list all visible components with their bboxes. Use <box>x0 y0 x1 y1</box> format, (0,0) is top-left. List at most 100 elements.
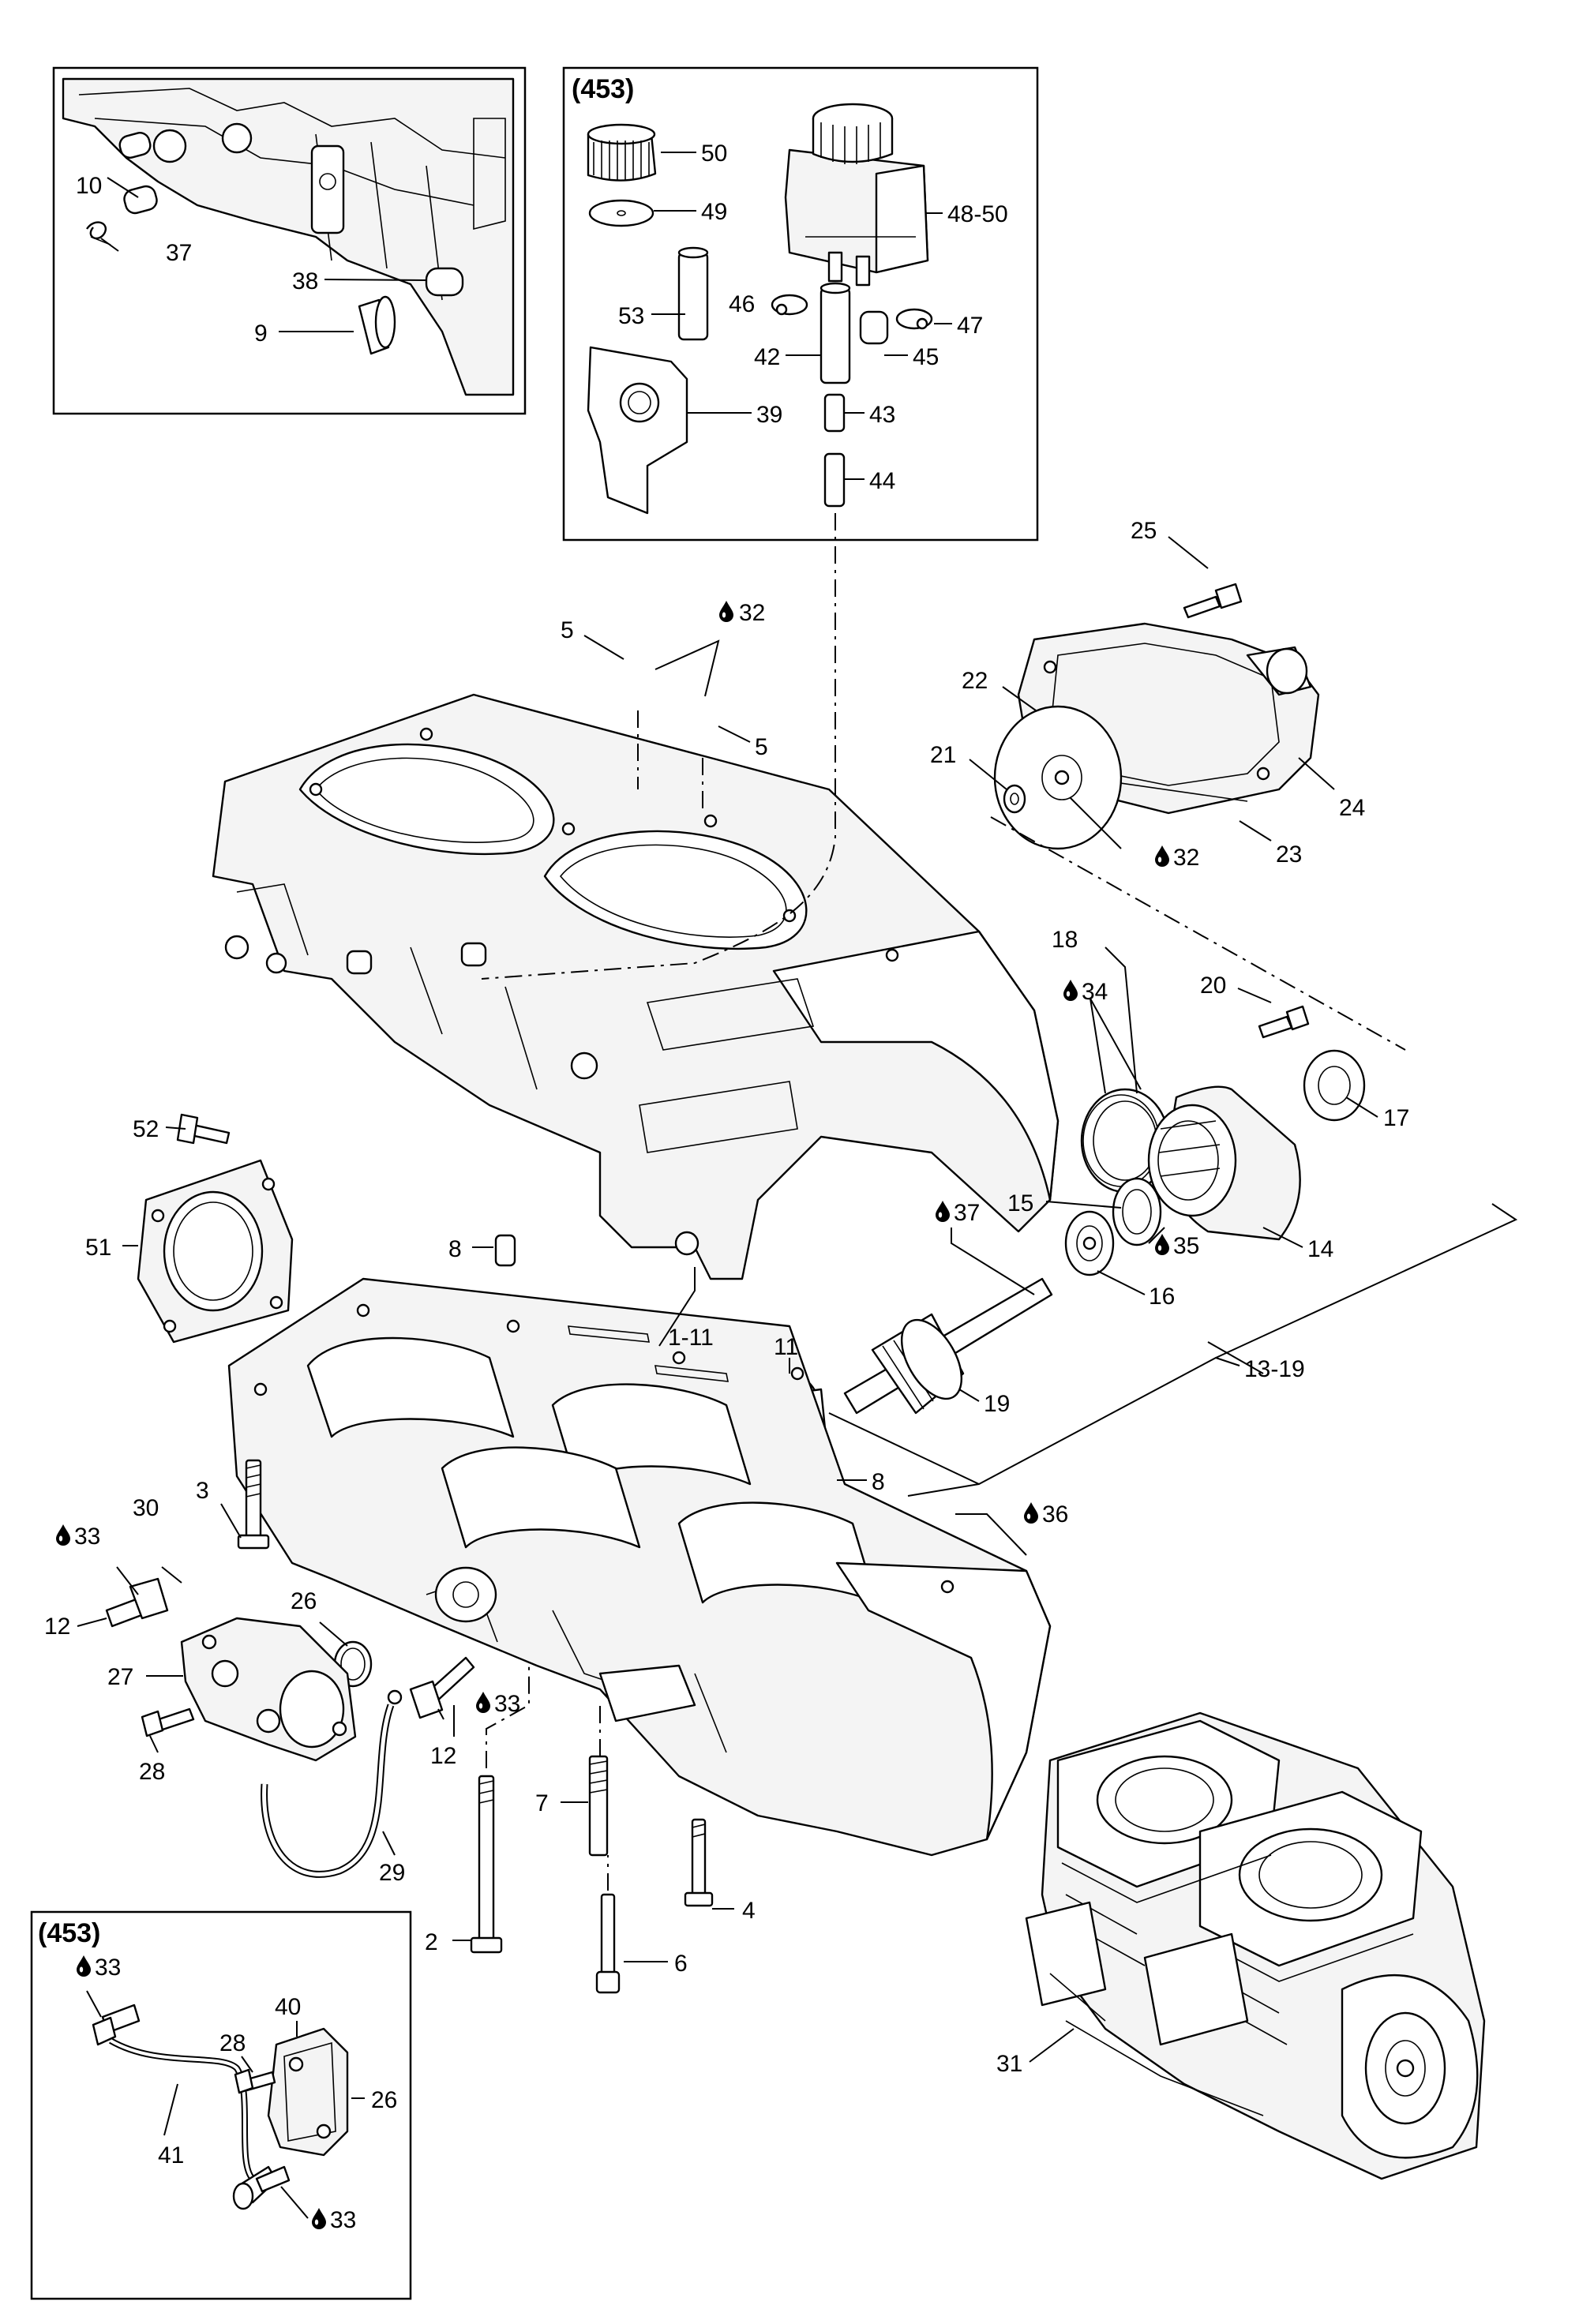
line-item-30 <box>176 1557 291 1643</box>
oil-tank-gasket-item-49 <box>588 199 654 227</box>
callout-18: 18 <box>1052 927 1078 953</box>
banjo-fitting-item-12a <box>105 1577 169 1628</box>
callout-24: 24 <box>1339 795 1365 821</box>
oil-drop-icon <box>1063 980 1078 1001</box>
callout-38: 38 <box>292 268 318 294</box>
callout-7: 7 <box>535 1790 549 1816</box>
oil-drop-icon <box>476 1692 490 1713</box>
hose-item-43 <box>823 393 846 433</box>
oil-drop-icon <box>1155 845 1169 867</box>
callout-33c: 33 <box>95 1955 121 1981</box>
callout-50: 50 <box>701 141 727 167</box>
pump-shaft-gear-item-19 <box>843 1277 1053 1415</box>
callout-44: 44 <box>869 468 895 494</box>
bolt-item-20 <box>1258 1005 1310 1039</box>
callout-32a: 32 <box>739 600 765 626</box>
hose-item-44 <box>823 452 846 508</box>
callout-5a: 5 <box>561 617 574 643</box>
callout-4: 4 <box>742 1898 756 1924</box>
screw-item-28a <box>141 1707 195 1737</box>
crankcase-detail-drawing <box>62 77 515 396</box>
callout-23: 23 <box>1276 842 1302 868</box>
centerline-water-pump <box>990 816 1406 1051</box>
dowel-item-8a <box>494 1234 516 1267</box>
clip-item-37 <box>86 221 111 246</box>
oil-tank-item-48-50 <box>784 103 929 287</box>
oil-drop-icon <box>1024 1502 1038 1524</box>
stud-item-7 <box>588 1755 609 1857</box>
plate-item-39 <box>587 346 688 515</box>
callout-46: 46 <box>729 291 755 317</box>
callout-20: 20 <box>1200 973 1226 999</box>
engine-assembly-item-31 <box>1025 1711 1486 2180</box>
callout-26a: 26 <box>291 1588 317 1614</box>
impeller-item-22 <box>993 705 1123 850</box>
oil-pump-item-27 <box>180 1617 357 1762</box>
callout-8a: 8 <box>448 1236 462 1262</box>
inset-box-top-left <box>52 66 527 415</box>
callout-33a: 33 <box>74 1524 100 1550</box>
bolt-item-3 <box>237 1459 270 1550</box>
callout-8b: 8 <box>872 1469 885 1495</box>
callout-28a: 28 <box>139 1759 165 1785</box>
callout-53: 53 <box>618 303 644 329</box>
callout-35: 35 <box>1173 1233 1199 1259</box>
cover-item-40 <box>267 2027 349 2157</box>
callout-2: 2 <box>425 1929 438 1955</box>
callout-11: 11 <box>774 1334 798 1360</box>
callout-21: 21 <box>930 742 956 768</box>
callout-29: 29 <box>379 1860 405 1886</box>
callout-39: 39 <box>756 402 782 428</box>
banjo-fitting-item-12b <box>409 1656 475 1719</box>
callout-52: 52 <box>133 1116 159 1142</box>
callout-34: 34 <box>1082 979 1108 1005</box>
inset-title-oil-line: (453) <box>38 1918 100 1948</box>
callout-1-11: 1-11 <box>668 1325 714 1351</box>
callout-51: 51 <box>85 1235 111 1261</box>
line-item-29 <box>261 1689 403 1878</box>
bolt-item-2 <box>470 1775 503 1954</box>
callout-32b: 32 <box>1173 845 1199 871</box>
callout-30: 30 <box>133 1495 159 1521</box>
hose-item-42 <box>820 282 851 384</box>
callout-28b: 28 <box>219 2030 246 2056</box>
elbow-fitting-item-33d-drawing <box>232 2165 291 2210</box>
oil-drop-icon <box>77 1955 91 1977</box>
fitting-item-33c-drawing <box>92 2004 141 2046</box>
bolt-item-52 <box>176 1113 231 1145</box>
callout-9: 9 <box>254 320 268 347</box>
callout-15: 15 <box>1007 1190 1033 1216</box>
leader-lines <box>77 152 1518 2219</box>
callout-47: 47 <box>957 313 983 339</box>
bearing-housing-item-14 <box>1147 1085 1301 1241</box>
ring-item-15 <box>1112 1177 1162 1246</box>
callout-6: 6 <box>674 1951 688 1977</box>
callout-36: 36 <box>1042 1501 1068 1527</box>
callout-16: 16 <box>1149 1284 1175 1310</box>
callout-41: 41 <box>158 2142 184 2168</box>
callout-33b: 33 <box>494 1691 520 1717</box>
oil-drop-icon <box>1155 1234 1169 1255</box>
callout-31: 31 <box>996 2051 1022 2077</box>
screw-item-25 <box>1183 583 1243 619</box>
clamp-item-46 <box>771 294 808 316</box>
callout-14: 14 <box>1307 1236 1333 1262</box>
centerline-oil-line <box>481 513 836 980</box>
callout-5b: 5 <box>755 734 768 760</box>
callout-37b: 37 <box>954 1200 980 1226</box>
bolt-item-4 <box>684 1818 714 1907</box>
oil-drop-icon <box>312 2208 326 2229</box>
oil-tank-cap-item-50 <box>587 123 657 182</box>
seal-item-17 <box>1303 1049 1366 1122</box>
lower-crankcase-drawing <box>227 1277 1052 1857</box>
callout-42: 42 <box>754 344 780 370</box>
callout-3: 3 <box>196 1478 209 1504</box>
screw-item-28b <box>234 2068 276 2094</box>
bearing-item-16 <box>1064 1210 1115 1276</box>
callout-22: 22 <box>962 668 988 694</box>
upper-crankcase-drawing <box>212 693 1060 1280</box>
callout-12b: 12 <box>430 1743 456 1769</box>
callout-25: 25 <box>1131 518 1157 544</box>
callout-43: 43 <box>869 402 895 428</box>
